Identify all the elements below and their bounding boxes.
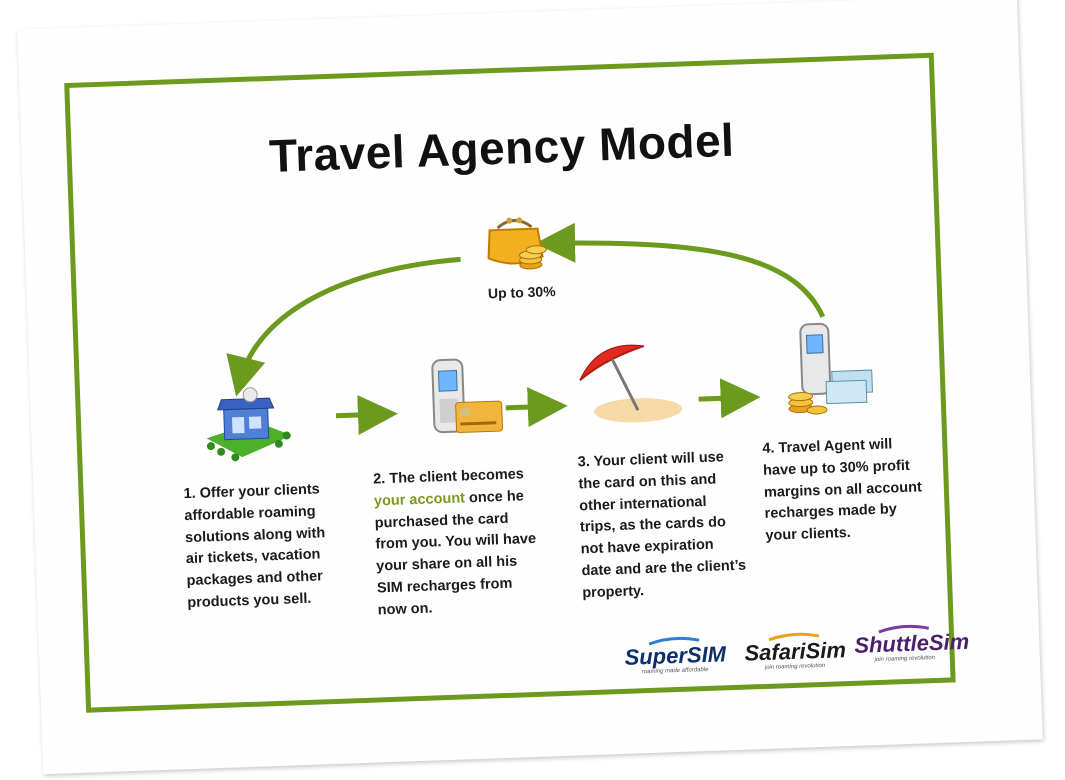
return-arrow-right — [535, 222, 826, 318]
flow-arrow-1 — [335, 395, 398, 436]
purse-icon — [487, 217, 547, 270]
flow-arrow-3 — [698, 378, 761, 419]
beach-umbrella-icon — [579, 344, 682, 423]
cycle-arrows — [226, 222, 826, 436]
return-arrow-left — [226, 256, 461, 397]
document-sheet: Travel Agency Model Up to 30% — [17, 0, 1043, 775]
phone-card-icon — [431, 358, 504, 434]
safarisim-swoosh-icon — [768, 632, 820, 642]
flow-arrow-2 — [505, 387, 568, 428]
shuttlesim-logo: ShuttleSim join roaming revolution — [854, 621, 970, 663]
step-4-text: 4. Travel Agent will have up to 30% prof… — [762, 436, 923, 544]
diagram-frame: Travel Agency Model Up to 30% — [64, 52, 970, 713]
phone-money-icon — [788, 322, 873, 415]
supersim-swoosh-icon — [648, 636, 700, 646]
step-3-text: 3. Your client will use the card on this… — [577, 449, 747, 601]
shuttlesim-swoosh-icon — [878, 624, 930, 634]
shop-icon — [206, 387, 292, 462]
step-2-text: 2. The client becomes your account once … — [372, 466, 537, 618]
your-account-highlight: your account — [373, 490, 466, 510]
step-1-text: 1. Offer your clients affordable roaming… — [183, 481, 326, 611]
safarisim-logo: SafariSim join roaming revolution — [744, 629, 846, 671]
supersim-logo: SuperSIM roaming made affordable — [624, 633, 726, 675]
